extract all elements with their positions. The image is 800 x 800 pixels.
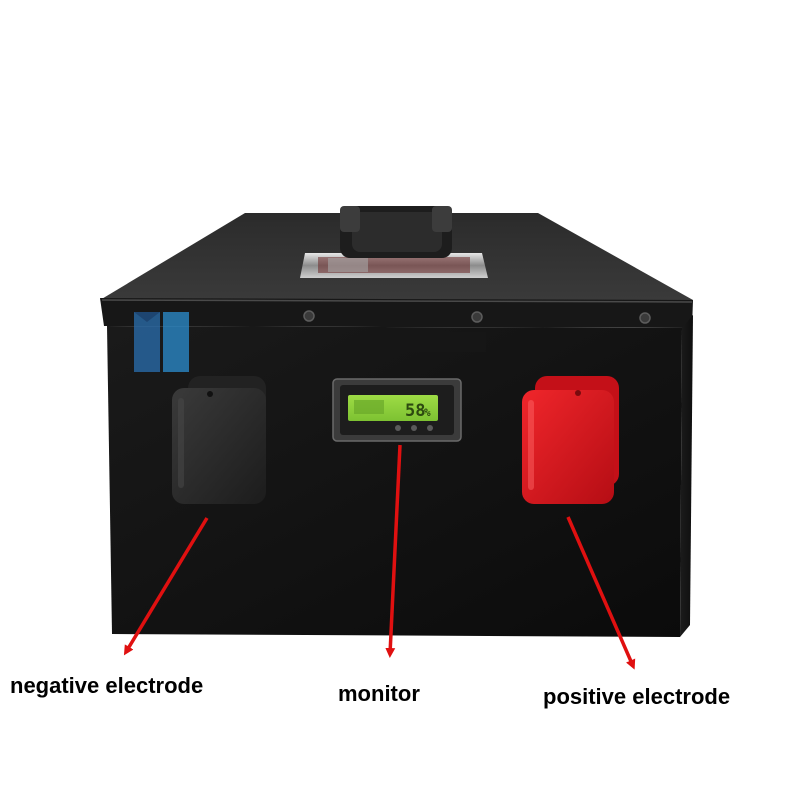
monitor-label: monitor bbox=[338, 681, 420, 706]
negative-electrode-label: negative electrode bbox=[10, 673, 204, 698]
rivet-icon bbox=[639, 312, 651, 324]
case-side bbox=[680, 315, 693, 637]
negative-terminal-cap bbox=[172, 376, 266, 504]
monitor-button-icon bbox=[395, 425, 401, 431]
charge-unit: % bbox=[424, 406, 431, 419]
arrow-positive bbox=[566, 516, 636, 670]
battery-monitor: 58 % bbox=[332, 378, 462, 442]
monitor-button-icon bbox=[427, 425, 433, 431]
watermark-logo bbox=[134, 312, 486, 372]
rivet-icon bbox=[471, 311, 483, 323]
positive-electrode-label: positive electrode bbox=[543, 684, 731, 709]
monitor-button-icon bbox=[411, 425, 417, 431]
rivet-icon bbox=[303, 310, 315, 322]
charge-reading: 58 bbox=[405, 401, 425, 421]
arrow-negative bbox=[123, 517, 209, 656]
arrow-monitor bbox=[385, 444, 402, 658]
positive-terminal-cap bbox=[522, 376, 619, 504]
lid-rim bbox=[100, 298, 693, 328]
carry-handle bbox=[300, 206, 488, 278]
